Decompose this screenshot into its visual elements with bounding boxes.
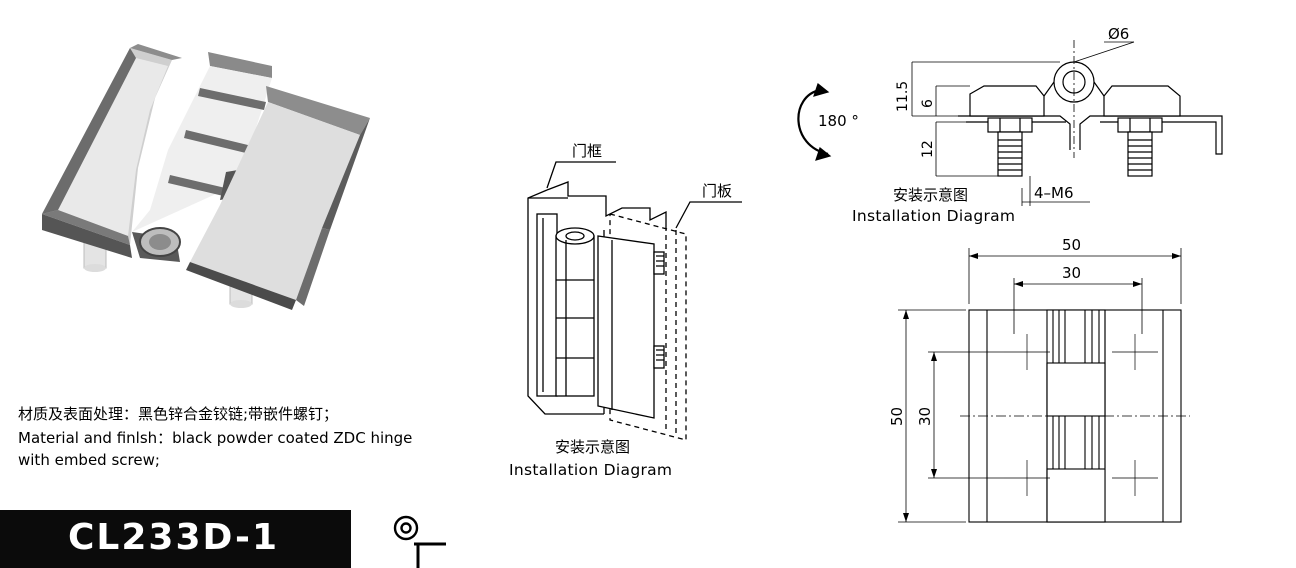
screw-label: 4–M6 [1034,184,1074,202]
hinge-3d-render [42,44,370,310]
frame-leaf [536,213,558,397]
door-leaf [597,235,665,419]
material-cn: 材质及表面处理：黑色锌合金铰链;带嵌件螺钉； [18,405,339,423]
hinge-symbol-icon [393,515,446,568]
door-panel-leader [675,201,742,229]
door-panel [609,213,687,441]
dim-11-5: 11.5 [895,81,911,112]
door-panel-label: 门板 [702,182,733,200]
rotation-label: 180 ° [818,112,859,130]
middle-installation-diagram [527,161,742,441]
section-caption-cn: 安装示意图 [893,186,969,204]
dim-12: 12 [920,140,936,158]
screw-left [987,117,1033,177]
top-view [898,248,1190,523]
model-banner [0,510,351,568]
diameter-label: Ø6 [1108,25,1130,43]
right-leaf [186,86,370,310]
dim-width-inner: 30 [1062,264,1082,282]
dim-height-inner: 30 [916,407,934,426]
door-frame-leader [546,161,616,189]
screw-right [1117,117,1163,177]
dim-width-overall: 50 [1062,236,1082,254]
material-en-line1: Material and finlsh：black powder coated … [18,429,413,447]
middle-caption-en: Installation Diagram [509,461,673,479]
model-code: CL233D-1 [68,517,280,558]
door-frame-label: 门框 [572,142,603,160]
dim-height-overall: 50 [888,407,906,426]
dim-6: 6 [920,99,936,108]
left-leaf [42,44,182,258]
knuckle [132,52,272,262]
rotation-arrow [797,88,829,156]
section-caption-en: Installation Diagram [852,207,1016,225]
material-en-line2: with embed screw; [18,451,160,469]
middle-knuckle [555,227,595,397]
section-view [797,40,1223,206]
middle-caption-cn: 安装示意图 [555,438,631,456]
